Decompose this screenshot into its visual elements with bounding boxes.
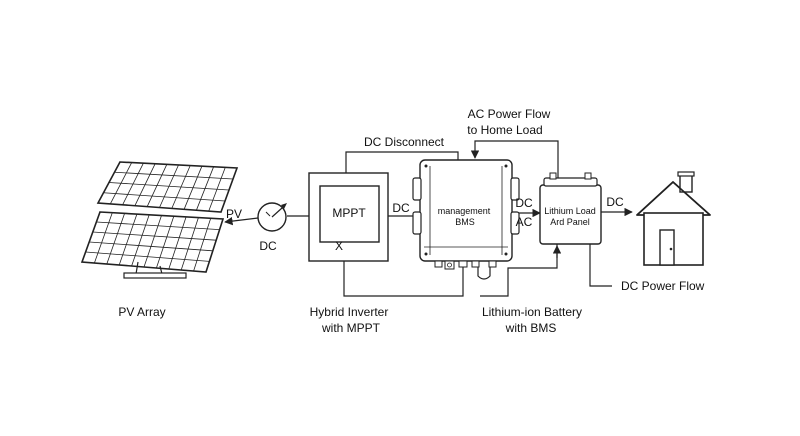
dc-inverter-label: DC (392, 201, 410, 215)
pv-array-label: PV Array (118, 305, 165, 319)
x-mark-label: X (335, 239, 343, 253)
panel-battery-line (480, 244, 558, 297)
battery-label-line1: Lithium-ion Battery (482, 305, 582, 319)
hybrid-inverter-label-line1: Hybrid Inverter (310, 305, 389, 319)
ac-flow-line (470, 140, 559, 178)
bms-label-line2: BMS (455, 217, 475, 227)
hybrid-inverter-label-line2: with MPPT (321, 321, 381, 335)
pv-array-icon (80, 161, 239, 279)
ac-flow-label-line1: AC Power Flow (468, 107, 551, 121)
panel-label-line2: Ard Panel (550, 217, 590, 227)
dc-disconnect-line (341, 151, 459, 185)
dc-power-flow-label: DC Power Flow (621, 279, 705, 293)
dc-meter-icon (257, 202, 287, 232)
dc-power-flow-line (589, 244, 612, 287)
lithium-load-panel (539, 172, 602, 245)
dc-disconnect-label: DC Disconnect (364, 135, 445, 149)
bms-label-line1: management (438, 206, 491, 216)
dc-home-label: DC (606, 195, 624, 209)
battery-label-line2: with BMS (505, 321, 557, 335)
dc-bms-label: DC (515, 196, 533, 210)
house-icon (636, 171, 711, 266)
bms-cabinet (412, 159, 520, 280)
pv-arrow (224, 216, 259, 226)
pv-label: PV (226, 207, 242, 221)
battery-feedback-line (339, 251, 464, 297)
hybrid-inverter-box (308, 172, 389, 262)
ac-bms-label: AC (516, 215, 533, 229)
ac-flow-label-line2: to Home Load (467, 123, 542, 137)
mppt-label: MPPT (332, 206, 366, 220)
panel-label-line1: Lithium Load (544, 206, 596, 216)
dc-meter-label: DC (259, 239, 277, 253)
